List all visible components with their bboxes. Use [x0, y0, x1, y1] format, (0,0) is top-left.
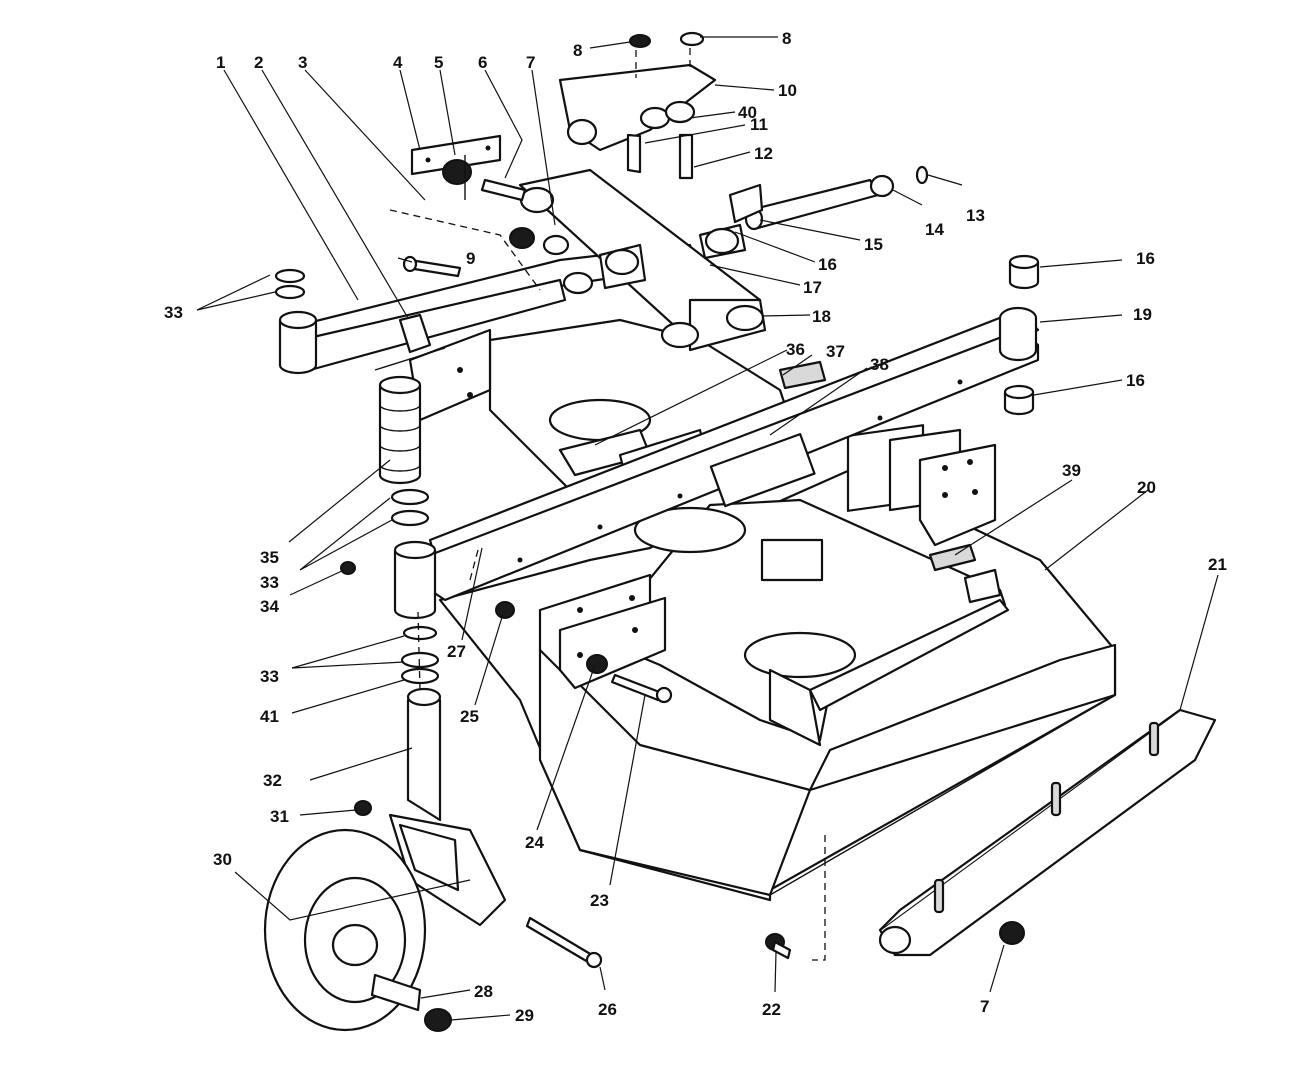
callout-33-top: 33	[164, 303, 183, 322]
callout-21: 21	[1208, 555, 1227, 574]
callout-7-bottom: 7	[980, 997, 989, 1016]
callout-24: 24	[525, 833, 544, 852]
callout-18: 18	[812, 307, 831, 326]
callout-28: 28	[474, 982, 493, 1001]
callout-16-right-bottom: 16	[1126, 371, 1145, 390]
callout-11: 11	[750, 115, 768, 134]
pivot-shaft	[698, 174, 895, 260]
callout-36: 36	[786, 340, 805, 359]
deck-housing	[438, 424, 1117, 902]
callout-13: 13	[966, 206, 985, 225]
callout-8-right: 8	[782, 29, 791, 48]
grease-fitting-34	[340, 561, 356, 575]
callout-41: 41	[260, 707, 279, 726]
callout-26: 26	[598, 1000, 617, 1019]
callout-33-bottom: 33	[260, 667, 279, 686]
callout-17: 17	[803, 278, 822, 297]
bolt-23-assembly	[495, 601, 673, 704]
callout-23: 23	[590, 891, 609, 910]
callout-31: 31	[270, 807, 289, 826]
assembly-lines	[389, 48, 826, 961]
left-spindle	[378, 375, 440, 685]
callout-25: 25	[460, 707, 479, 726]
callout-12: 12	[754, 144, 773, 163]
callout-4: 4	[393, 53, 403, 72]
callout-16-right-top: 16	[1136, 249, 1155, 268]
top-bracket	[558, 31, 717, 180]
callout-8-left: 8	[573, 41, 582, 60]
callout-33-middle: 33	[260, 573, 279, 592]
callout-32: 32	[263, 771, 282, 790]
callout-3: 3	[298, 53, 307, 72]
callout-35: 35	[260, 548, 279, 567]
callout-15: 15	[864, 235, 883, 254]
callout-29: 29	[515, 1006, 534, 1025]
callout-40: 40	[738, 103, 757, 122]
plate-and-roller	[410, 134, 527, 202]
callout-6: 6	[478, 53, 487, 72]
callout-38: 38	[870, 355, 889, 374]
bolt-9	[402, 255, 462, 278]
callout-5: 5	[434, 53, 443, 72]
callout-2: 2	[254, 53, 263, 72]
callout-7-top: 7	[526, 53, 535, 72]
callout-37: 37	[826, 342, 845, 361]
callout-22: 22	[762, 1000, 781, 1019]
callout-34: 34	[260, 597, 279, 616]
callout-9: 9	[466, 249, 475, 268]
callout-1: 1	[216, 53, 225, 72]
callout-20: 20	[1137, 478, 1156, 497]
callout-30: 30	[213, 850, 232, 869]
caster-wheel-assembly	[263, 687, 603, 1032]
callout-10: 10	[778, 81, 797, 100]
callout-14: 14	[925, 220, 944, 239]
leader-lines	[196, 36, 1219, 1021]
callout-27: 27	[447, 642, 466, 661]
bushings-16	[1003, 254, 1040, 416]
fitting-13	[915, 165, 929, 185]
center-pivot-block	[509, 168, 767, 352]
callout-19: 19	[1133, 305, 1152, 324]
callout-labels: 1 2 3 4 5 6 7 8 8 10 40 11 12 13 14 15 1…	[164, 29, 1227, 1025]
callout-39: 39	[1062, 461, 1081, 480]
callout-16-center: 16	[818, 255, 837, 274]
